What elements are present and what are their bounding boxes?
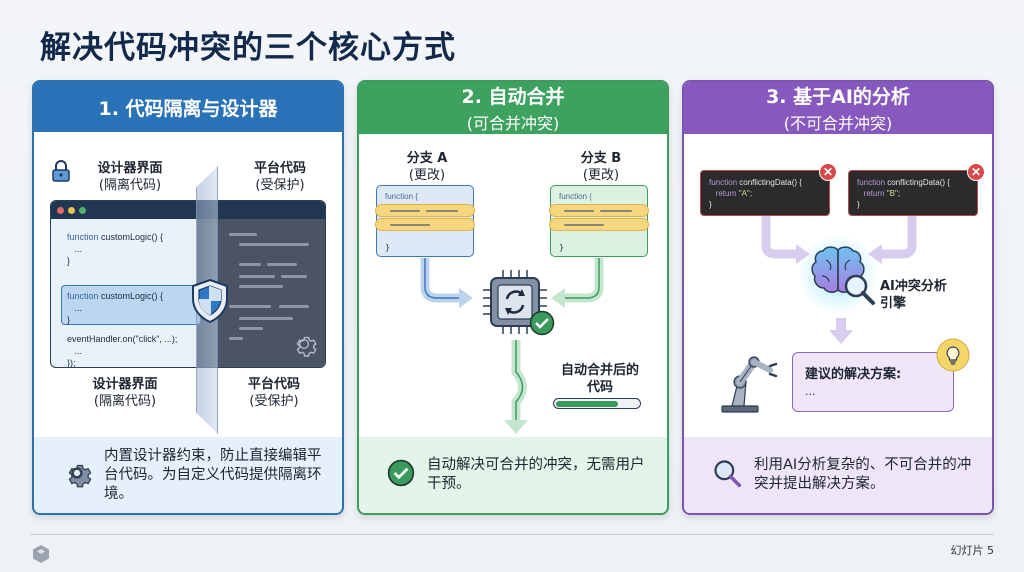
logo-icon [32, 544, 50, 568]
merge-progress-fill [555, 400, 618, 407]
card-footer: 自动解决可合并的冲突，无需用户干预。 [359, 437, 667, 513]
lightbulb-icon [936, 338, 970, 376]
designer-label-top: 设计器界面(隔离代码) [97, 161, 163, 193]
card-description: 利用AI分析复杂的、不可合并的冲突并提出解决方案。 [754, 457, 972, 492]
conflict-code-b: function conflictingData() { return "B";… [848, 163, 985, 216]
card-title: 1. 代码隔离与设计器 [98, 97, 278, 120]
magnifier-icon [842, 272, 876, 310]
shield-icon [190, 278, 230, 328]
card-subtitle: (不可合并冲突) [783, 114, 893, 133]
window-dot-green [79, 206, 86, 214]
branch-a-code: function { } [375, 185, 475, 257]
slide-number: 幻灯片 5 [950, 544, 995, 557]
robot-arm-icon [718, 352, 782, 420]
branch-b-label: 分支 B(更改) [580, 151, 622, 183]
chip-sync-icon [481, 268, 549, 340]
platform-label-bottom: 平台代码(受保护) [247, 377, 300, 409]
magnifier-icon [712, 458, 742, 492]
card-title: 3. 基于AI的分析 [766, 86, 910, 108]
error-x-icon: ✕ [967, 163, 985, 181]
card-subtitle: (可合并冲突) [466, 114, 560, 133]
page-title: 解决代码冲突的三个核心方式 [40, 30, 456, 66]
branch-a-label: 分支 A(更改) [406, 151, 448, 183]
code-editor-mock: function customLogic() { ... } function … [50, 200, 326, 368]
card-header: 2. 自动合并 (可合并冲突) [359, 82, 667, 134]
designer-label-bottom: 设计器界面(隔离代码) [92, 377, 158, 409]
code-block-2: function customLogic() { ... } [67, 291, 164, 325]
gear-icon [62, 458, 92, 492]
card-title: 2. 自动合并 [461, 86, 565, 108]
error-x-icon: ✕ [819, 163, 837, 181]
footer-divider [30, 534, 994, 535]
card-description: 自动解决可合并的冲突，无需用户干预。 [427, 457, 645, 492]
card-description: 内置设计器约束，防止直接编辑平台代码。为自定义代码提供隔离环境。 [104, 447, 322, 502]
conflict-code-a: function conflictingData() { return "A";… [700, 163, 837, 216]
card-footer: 内置设计器约束，防止直接编辑平台代码。为自定义代码提供隔离环境。 [34, 437, 342, 513]
platform-label-top: 平台代码(受保护) [253, 161, 306, 193]
gear-icon [291, 331, 317, 361]
check-icon [387, 459, 415, 491]
merged-code-label: 自动合并后的代码 [560, 363, 639, 395]
window-dot-yellow [68, 206, 75, 214]
ai-flow-arrows [761, 216, 917, 344]
window-dot-red [57, 206, 64, 214]
merge-progress-bar [553, 398, 641, 409]
highlighted-code-block [61, 285, 201, 325]
code-block-1: function customLogic() { ... } [67, 232, 164, 266]
ai-engine-label: AI冲突分析引擎 [880, 279, 947, 311]
code-block-3: eventHandler.on("click", ...); ... }); [67, 334, 178, 368]
card-ai-analysis: 3. 基于AI的分析 (不可合并冲突) function conflicting… [682, 80, 994, 515]
card-auto-merge: 2. 自动合并 (可合并冲突) 分支 A(更改) 分支 B(更改) functi… [357, 80, 669, 515]
card-header: 1. 代码隔离与设计器 [34, 82, 342, 132]
suggested-solution-box: 建议的解决方案: ... [792, 352, 954, 412]
check-icon [529, 310, 555, 340]
branch-b-code: function ( } [549, 185, 649, 257]
lock-icon [52, 160, 70, 186]
card-footer: 利用AI分析复杂的、不可合并的冲突并提出解决方案。 [684, 437, 992, 513]
merge-flow-arrows [420, 258, 604, 434]
card-header: 3. 基于AI的分析 (不可合并冲突) [684, 82, 992, 134]
card-code-isolation: 1. 代码隔离与设计器 设计器界面(隔离代码) 平台代码(受保护) [32, 80, 344, 515]
